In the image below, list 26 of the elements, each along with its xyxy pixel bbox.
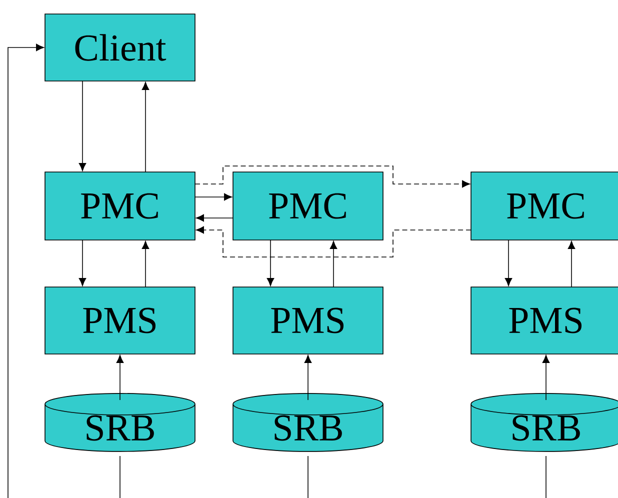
process-box: PMC [470, 172, 618, 240]
process-box: PMC [44, 172, 196, 240]
process-box: PMS [232, 286, 384, 354]
arrow [196, 214, 234, 222]
arrow [568, 241, 576, 288]
arrow [78, 240, 86, 286]
storage-cylinder: SRB [232, 393, 384, 452]
process-box: PMC [232, 172, 384, 240]
arrow [78, 80, 86, 171]
arrow [8, 44, 44, 498]
arrow [116, 355, 124, 400]
arrow [194, 193, 232, 201]
arrow [196, 226, 472, 258]
storage-cylinder: SRB [44, 393, 196, 452]
arrow [142, 241, 150, 288]
arrow [304, 355, 312, 400]
arrow [330, 241, 338, 288]
arrow [142, 82, 150, 172]
arrow [266, 240, 274, 286]
arrow [542, 355, 550, 400]
arrow [194, 166, 470, 188]
process-box: PMS [470, 286, 618, 354]
process-box: PMS [44, 286, 196, 354]
process-box: Client [44, 14, 196, 82]
arrow [504, 240, 512, 286]
storage-cylinder: SRB [470, 393, 618, 452]
